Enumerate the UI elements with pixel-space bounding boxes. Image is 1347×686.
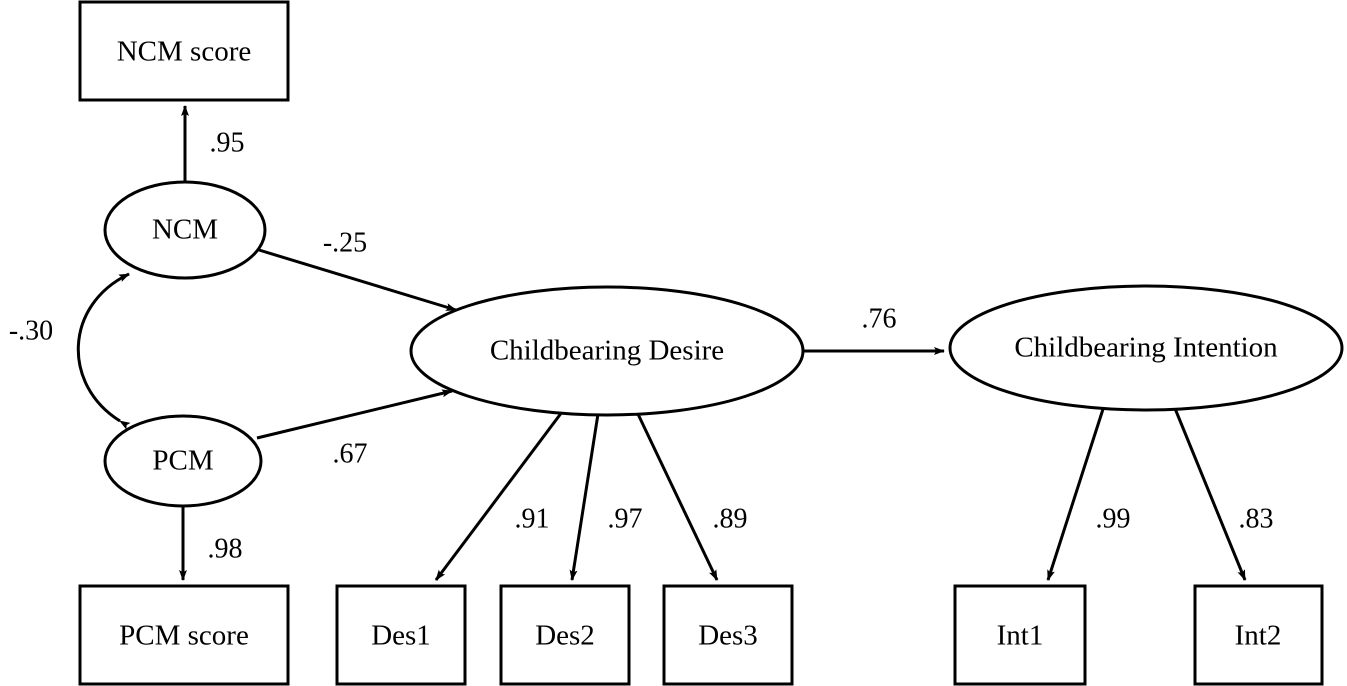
path-desire-to-des1 — [434, 411, 564, 581]
coefficient-ncm-pcm-correlation: -.30 — [9, 315, 53, 346]
latent-variable-pcm: PCM — [103, 414, 263, 508]
observed-variable-ncm-score: NCM score — [78, 0, 290, 102]
path-desire-to-des2 — [569, 413, 600, 581]
path-ncm-to-desire — [258, 248, 457, 312]
latent-variable-childbearing-intention-label: Childbearing Intention — [1014, 332, 1278, 364]
coefficient-intention-to-int2: .83 — [1239, 503, 1274, 534]
coefficient-desire-to-des1: .91 — [515, 503, 550, 534]
path-ncm-pcm-correlation — [76, 272, 131, 430]
observed-variable-des1-label: Des1 — [371, 620, 431, 652]
observed-variable-pcm-score: PCM score — [78, 584, 290, 686]
latent-variable-childbearing-desire-label: Childbearing Desire — [490, 335, 724, 367]
latent-variable-ncm: NCM — [103, 180, 267, 280]
coefficient-ncm-to-ncm-score: .95 — [210, 127, 245, 158]
observed-variable-pcm-score-label: PCM score — [119, 620, 249, 652]
latent-variable-pcm-label: PCM — [152, 445, 213, 477]
observed-variable-int2: Int2 — [1193, 584, 1324, 686]
observed-variable-des2: Des2 — [499, 584, 631, 686]
coefficient-ncm-to-desire: -.25 — [323, 227, 367, 258]
latent-variable-childbearing-desire: Childbearing Desire — [409, 285, 805, 417]
observed-variable-int1-label: Int1 — [997, 620, 1044, 652]
coefficient-desire-to-des2: .97 — [608, 503, 643, 534]
observed-variable-ncm-score-label: NCM score — [117, 36, 252, 68]
path-intention-to-int2 — [1172, 405, 1247, 581]
path-intention-to-int1 — [1046, 405, 1106, 581]
observed-variable-int2-label: Int2 — [1235, 620, 1282, 652]
observed-variable-des2-label: Des2 — [535, 620, 595, 652]
latent-variable-childbearing-intention: Childbearing Intention — [948, 284, 1344, 412]
coefficient-desire-to-des3: .89 — [713, 503, 748, 534]
observed-variable-des1: Des1 — [335, 584, 467, 686]
path-desire-to-des3 — [635, 411, 719, 581]
latent-variable-ncm-label: NCM — [152, 214, 218, 246]
coefficient-desire-to-intention: .76 — [862, 303, 897, 334]
observed-variable-int1: Int1 — [953, 584, 1087, 686]
path-pcm-to-desire — [256, 389, 453, 440]
observed-variable-des3: Des3 — [662, 584, 794, 686]
coefficient-intention-to-int1: .99 — [1096, 503, 1131, 534]
coefficient-pcm-to-pcm-score: .98 — [208, 533, 243, 564]
coefficient-pcm-to-desire: .67 — [333, 438, 368, 469]
observed-variable-des3-label: Des3 — [698, 620, 758, 652]
